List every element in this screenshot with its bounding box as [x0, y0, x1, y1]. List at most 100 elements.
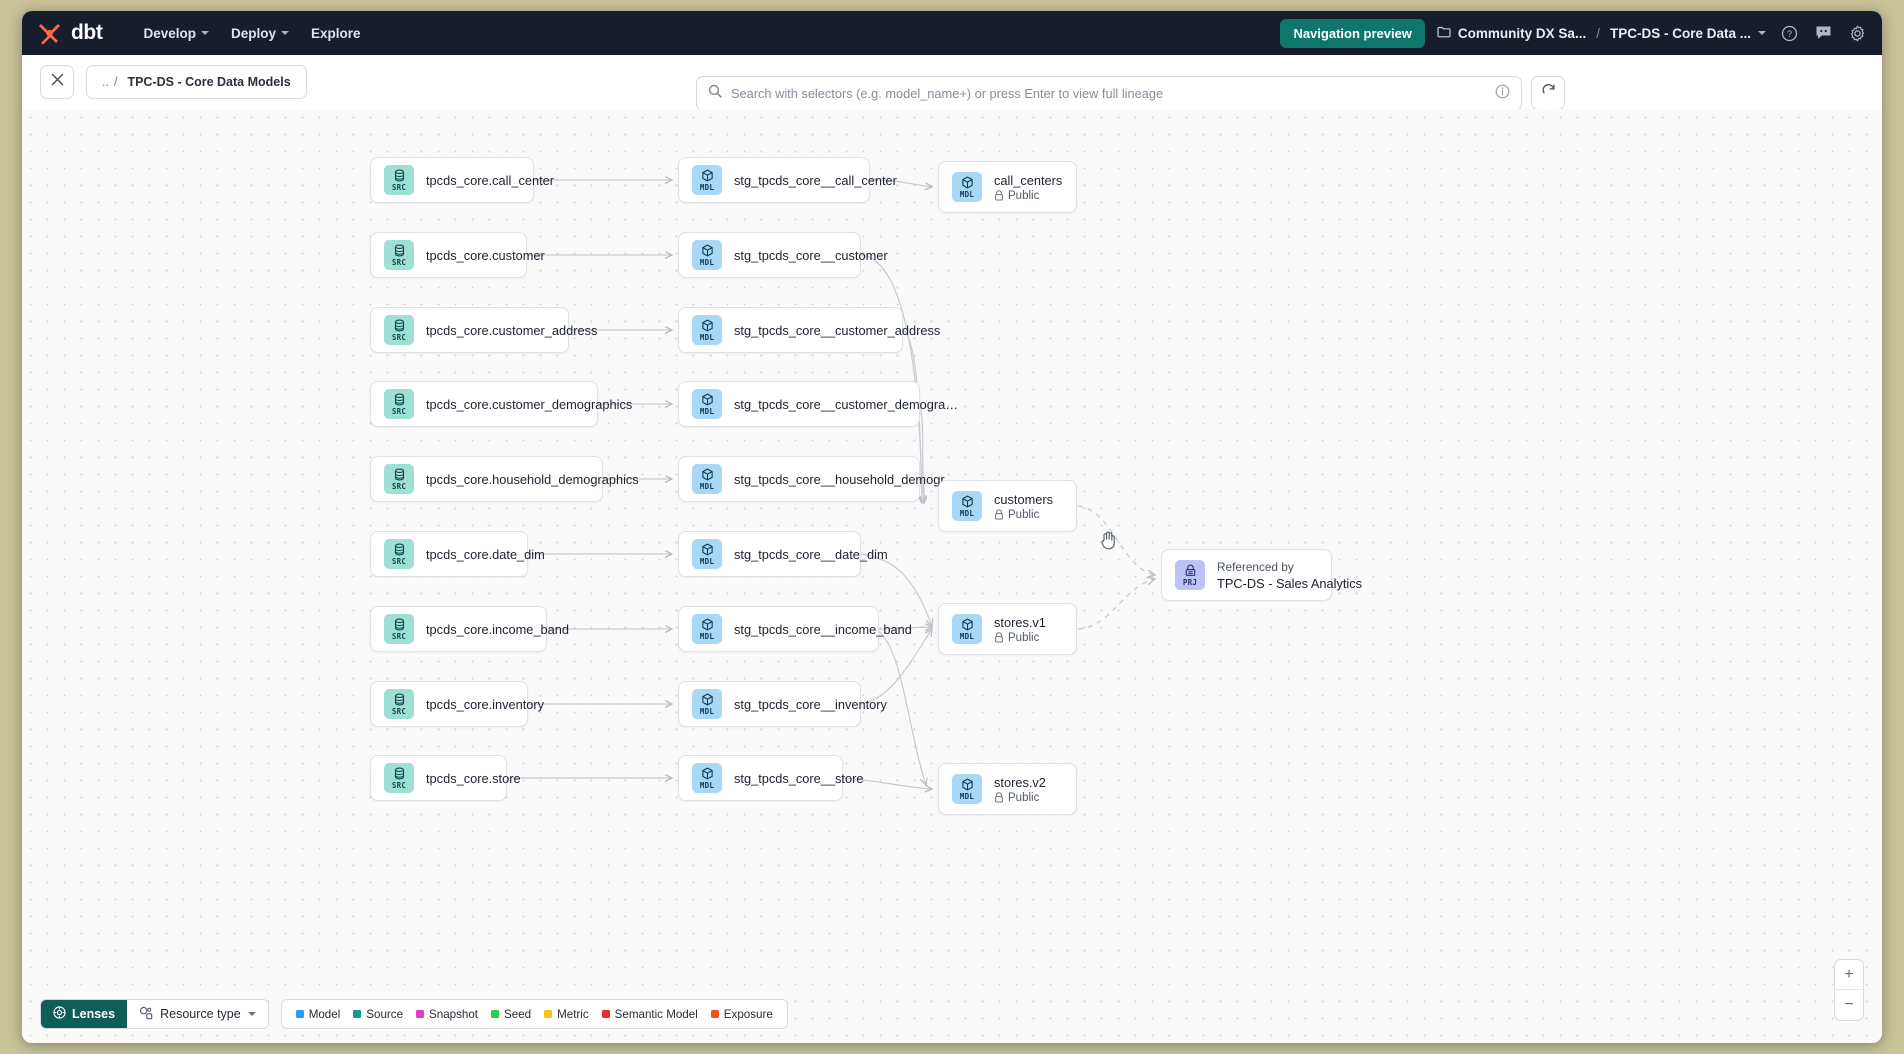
lock-icon [994, 792, 1004, 803]
resource-type-icon [139, 1006, 153, 1023]
node-labels: stg_tpcds_core__customer [734, 248, 888, 263]
zoom-out-button[interactable]: − [1844, 996, 1854, 1013]
breadcrumb-button[interactable]: .. / TPC-DS - Core Data Models [86, 65, 307, 99]
dbt-logo[interactable]: dbt [38, 21, 103, 45]
nav-item-deploy[interactable]: Deploy [220, 20, 300, 47]
lineage-node-stg_income_band[interactable]: MDL stg_tpcds_core__income_band [678, 606, 912, 652]
folder-icon [1437, 26, 1451, 41]
legend-item-metric[interactable]: Metric [544, 1008, 589, 1021]
node-access-label: Public [1008, 631, 1040, 644]
info-circle-icon[interactable] [1495, 84, 1510, 104]
breadcrumb-current: TPC-DS - Core Data Models [127, 75, 291, 89]
node-access-badge: Public [994, 190, 1060, 202]
node-labels: tpcds_core.customer_address [426, 323, 597, 338]
legend-item-semantic-model[interactable]: Semantic Model [601, 1008, 698, 1021]
gear-icon[interactable] [1846, 22, 1868, 44]
legend-swatch [416, 1010, 425, 1018]
legend-item-source[interactable]: Source [353, 1008, 403, 1021]
app-window: dbt Develop Deploy Explore Navigation pr… [22, 11, 1882, 1043]
navigation-preview-button[interactable]: Navigation preview [1280, 18, 1425, 48]
lineage-node-src_store[interactable]: SRC tpcds_core.store [370, 755, 521, 801]
mdl-badge-icon: MDL [692, 389, 722, 419]
lineage-node-stg_customer[interactable]: MDL stg_tpcds_core__customer [678, 232, 888, 278]
legend-swatch [544, 1010, 553, 1018]
lenses-button[interactable]: Lenses [41, 1000, 128, 1028]
node-labels: stg_tpcds_core__inventory [734, 697, 887, 712]
node-labels: tpcds_core.store [426, 771, 521, 786]
zoom-in-button[interactable]: + [1835, 960, 1863, 990]
lineage-node-src_call_center[interactable]: SRC tpcds_core.call_center [370, 157, 554, 203]
node-labels: tpcds_core.call_center [426, 173, 554, 188]
lineage-node-stg_inventory[interactable]: MDL stg_tpcds_core__inventory [678, 681, 887, 727]
node-access-badge: Public [994, 632, 1046, 644]
legend-item-model[interactable]: Model [295, 1007, 341, 1021]
close-button[interactable] [40, 65, 74, 99]
nav-item-develop-label: Develop [143, 25, 196, 41]
legend-item-seed[interactable]: Seed [491, 1008, 531, 1021]
help-circle-icon[interactable]: ? [1778, 22, 1800, 44]
mdl-badge-icon: MDL [692, 240, 722, 270]
node-labels: tpcds_core.household_demographics [426, 472, 639, 487]
breadcrumb-slash: / [113, 75, 118, 89]
nav-item-develop[interactable]: Develop [132, 20, 220, 47]
node-title: call_centers [994, 172, 1063, 188]
close-icon [51, 73, 64, 91]
legend-label: Model [308, 1007, 341, 1021]
node-title: tpcds_core.customer_demographics [426, 396, 633, 412]
lineage-node-src_date_dim[interactable]: SRC tpcds_core.date_dim [370, 531, 545, 577]
feedback-icon[interactable] [1812, 22, 1834, 44]
top-navigation-bar: dbt Develop Deploy Explore Navigation pr… [22, 11, 1882, 55]
legend-item-snapshot[interactable]: Snapshot [416, 1008, 478, 1021]
node-labels: tpcds_core.income_band [426, 622, 569, 637]
node-title: tpcds_core.customer [426, 247, 545, 263]
lenses-label: Lenses [72, 1007, 116, 1021]
node-labels: tpcds_core.customer [426, 247, 545, 263]
prj-badge-icon: PRJ [1175, 560, 1205, 590]
mdl-badge-icon: MDL [692, 464, 722, 494]
account-breadcrumb[interactable]: Community DX Sa... / TPC-DS - Core Data … [1437, 26, 1766, 41]
legend-swatch [710, 1010, 719, 1018]
lineage-node-src_customer_address[interactable]: SRC tpcds_core.customer_address [370, 307, 597, 353]
nav-item-explore[interactable]: Explore [300, 20, 372, 47]
src-badge-icon: SRC [384, 763, 414, 793]
breadcrumb-parent: .. [102, 75, 109, 89]
src-badge-icon: SRC [384, 539, 414, 569]
search-icon [708, 84, 722, 103]
node-title: stg_tpcds_core__customer_address [734, 322, 941, 338]
src-badge-icon: SRC [384, 165, 414, 195]
dbt-logo-icon [38, 21, 64, 45]
mdl-badge-icon: MDL [952, 172, 982, 202]
legend-item-exposure[interactable]: Exposure [710, 1008, 773, 1021]
node-subtitle: TPC-DS - Sales Analytics [1217, 575, 1363, 591]
search-input[interactable] [731, 86, 1486, 101]
node-title: stg_tpcds_core__income_band [734, 621, 912, 637]
resource-type-dropdown[interactable]: Resource type [127, 1000, 268, 1028]
mdl-badge-icon: MDL [692, 689, 722, 719]
src-badge-icon: SRC [384, 315, 414, 345]
mdl-badge-icon: MDL [952, 614, 982, 644]
node-title: tpcds_core.date_dim [426, 546, 545, 562]
lineage-edges [507, 109, 1882, 1043]
node-title: stg_tpcds_core__date_dim [734, 546, 888, 562]
mdl-badge-icon: MDL [692, 614, 722, 644]
